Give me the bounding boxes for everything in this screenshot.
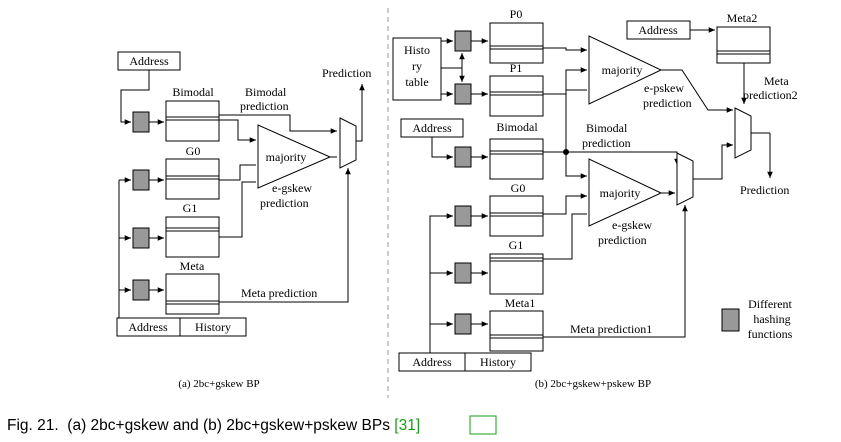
right-majority-bottom-label: majority bbox=[600, 186, 641, 200]
right-table-p1 bbox=[489, 75, 544, 117]
right-table-meta1 bbox=[489, 310, 544, 352]
left-hash-bimodal bbox=[132, 111, 150, 133]
left-egskew-1: e-gskew bbox=[272, 181, 312, 195]
left-g1-label: G1 bbox=[183, 201, 198, 215]
right-hash-g0 bbox=[454, 205, 472, 227]
left-hash-g0 bbox=[132, 169, 150, 191]
legend-line-2: hashing bbox=[753, 312, 790, 326]
right-meta1-label: Meta1 bbox=[505, 296, 536, 310]
right-hash-g1 bbox=[454, 262, 472, 284]
right-bottom-history-box bbox=[464, 352, 532, 372]
right-table-bimodal bbox=[489, 138, 544, 180]
legend-line-3: functions bbox=[748, 327, 793, 341]
right-egskew-2: prediction bbox=[598, 233, 647, 247]
right-prediction-label: Prediction bbox=[740, 183, 789, 197]
right-g1-label: G1 bbox=[509, 238, 524, 252]
left-egskew-2: prediction bbox=[260, 196, 309, 210]
right-table-g1 bbox=[489, 253, 544, 295]
left-hash-g1 bbox=[132, 227, 150, 249]
right-hash-meta1 bbox=[454, 313, 472, 335]
left-mux bbox=[339, 117, 357, 169]
right-meta-pred2-1: Meta bbox=[764, 74, 789, 88]
figure-caption-text: Fig. 21. (a) 2bc+gskew and (b) 2bc+gskew… bbox=[7, 417, 394, 434]
legend-line-1: Different bbox=[748, 297, 792, 311]
right-egskew-1: e-gskew bbox=[612, 218, 652, 232]
right-final-mux bbox=[734, 107, 752, 159]
right-meta2-label: Meta2 bbox=[727, 11, 758, 25]
left-majority-label: majority bbox=[266, 150, 307, 164]
right-bimodal-label: Bimodal bbox=[496, 120, 538, 134]
left-bottom-history-box bbox=[179, 317, 247, 337]
left-address-label: Address bbox=[129, 54, 169, 68]
right-majority-top-label: majority bbox=[602, 63, 643, 77]
left-bimodal-pred-2: prediction bbox=[240, 99, 289, 113]
right-p1-label: P1 bbox=[510, 61, 523, 75]
caption-a: (a) 2bc+gskew BP bbox=[178, 378, 259, 390]
caption-b: (b) 2bc+gskew+pskew BP bbox=[535, 378, 651, 390]
left-g0-label: G0 bbox=[186, 144, 201, 158]
right-bimodal-pred-2: prediction bbox=[582, 136, 631, 150]
right-hash-p1 bbox=[454, 83, 472, 105]
left-prediction-label: Prediction bbox=[322, 66, 371, 80]
left-table-meta bbox=[165, 273, 220, 315]
right-bottom-address-label: Address bbox=[412, 355, 452, 369]
right-mid-mux bbox=[676, 152, 694, 206]
right-table-p0 bbox=[489, 22, 544, 64]
right-history-table-3: table bbox=[405, 75, 428, 89]
diagram-a: Address Bimodal G0 G1 Meta Addre bbox=[116, 51, 371, 337]
right-address-top-label: Address bbox=[638, 23, 678, 37]
left-bottom-history-label: History bbox=[195, 320, 231, 334]
diagram-b: Histo ry table Address P0 P1 Bimodal G0 bbox=[392, 7, 798, 372]
right-history-table-box bbox=[392, 37, 442, 101]
right-epskew-1: e-pskew bbox=[644, 81, 684, 95]
right-hash-bimodal bbox=[454, 146, 472, 168]
right-majority-bottom-gate bbox=[588, 158, 663, 227]
right-meta-prediction1-label: Meta prediction1 bbox=[570, 322, 652, 336]
right-address-mid-label: Address bbox=[412, 121, 452, 135]
right-meta-pred2-2: prediction2 bbox=[743, 88, 798, 102]
right-p0-label: P0 bbox=[510, 7, 523, 21]
right-hash-p0 bbox=[454, 30, 472, 52]
left-bimodal-label: Bimodal bbox=[172, 85, 214, 99]
left-hash-meta bbox=[132, 279, 150, 301]
left-table-bimodal bbox=[165, 100, 220, 142]
right-bimodal-pred-1: Bimodal bbox=[586, 121, 628, 135]
legend-hash-swatch bbox=[721, 308, 740, 332]
right-history-table-1: Histo bbox=[404, 43, 430, 57]
right-history-table-2: ry bbox=[412, 59, 422, 73]
right-g0-label: G0 bbox=[511, 181, 526, 195]
right-epskew-2: prediction bbox=[643, 96, 692, 110]
citation-link-frame[interactable] bbox=[469, 415, 497, 435]
left-majority-gate bbox=[257, 124, 332, 189]
left-meta-prediction-label: Meta prediction bbox=[241, 286, 317, 300]
figure-caption: Fig. 21. (a) 2bc+gskew and (b) 2bc+gskew… bbox=[7, 417, 420, 434]
left-meta-label: Meta bbox=[180, 259, 205, 273]
citation-link[interactable]: [31] bbox=[394, 417, 420, 434]
left-bottom-address-label: Address bbox=[128, 320, 168, 334]
right-bottom-history-label: History bbox=[480, 355, 516, 369]
left-table-g1 bbox=[165, 216, 220, 258]
right-table-meta2 bbox=[716, 26, 771, 64]
right-majority-top-gate bbox=[588, 35, 663, 105]
left-bimodal-pred-1: Bimodal bbox=[245, 85, 287, 99]
